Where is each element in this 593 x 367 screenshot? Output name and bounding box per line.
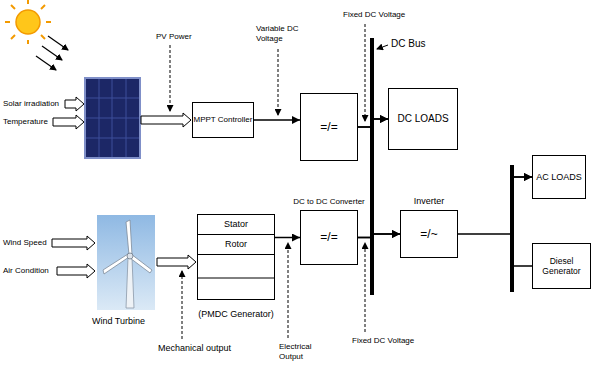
bus-leader bbox=[377, 45, 388, 49]
power-flow-arrow bbox=[275, 237, 300, 239]
load-box: DC LOADS bbox=[388, 88, 458, 150]
bus-label: DC Bus bbox=[391, 38, 425, 50]
load-box: AC LOADS bbox=[532, 155, 586, 199]
generator-box: Diesel Generator bbox=[532, 243, 591, 289]
box-heading: (PMDC Generator) bbox=[198, 309, 274, 320]
power-flow-arrow bbox=[254, 119, 300, 121]
converter-box: =/= bbox=[300, 93, 358, 161]
annotation-label: Variable DC Voltage bbox=[256, 24, 308, 43]
box-text: Diesel Generator bbox=[533, 256, 590, 276]
inverter-box: Inverter=/~ bbox=[400, 210, 458, 258]
box-text: MPPT Controller bbox=[194, 115, 253, 125]
box-text: =/= bbox=[320, 120, 337, 134]
box-heading: Inverter bbox=[414, 196, 445, 207]
annotation-label: Mechanical output bbox=[158, 343, 231, 354]
input-label: Solar irradiation bbox=[3, 99, 59, 109]
stator-row: Stator bbox=[198, 215, 274, 235]
box-text: DC LOADS bbox=[397, 113, 448, 125]
annotation-leader bbox=[170, 24, 365, 339]
sun-icon bbox=[5, 0, 51, 44]
annotation-label: Fixed DC Voltage bbox=[352, 336, 414, 346]
input-label: Air Condition bbox=[3, 266, 49, 276]
annotation-label: PV Power bbox=[156, 32, 192, 42]
power-flow-arrow bbox=[512, 177, 532, 266]
solar-panel bbox=[85, 78, 140, 158]
box-text: Stator bbox=[224, 219, 248, 230]
power-flow-arrow bbox=[358, 119, 388, 238]
rotor-row: Rotor bbox=[198, 235, 274, 255]
annotation-label: Electrical Output bbox=[279, 342, 325, 361]
irradiation-arrows bbox=[36, 36, 68, 70]
input-label: Temperature bbox=[3, 117, 48, 127]
wind-turbine-picture bbox=[97, 215, 155, 310]
converter-box: DC to DC Converter=/= bbox=[300, 210, 358, 265]
power-flow-arrow bbox=[458, 177, 532, 234]
generator-band bbox=[198, 278, 274, 279]
input-label: Wind Speed bbox=[3, 238, 47, 248]
box-heading: DC to DC Converter bbox=[293, 197, 365, 207]
generator-box: (PMDC Generator)StatorRotor bbox=[197, 214, 275, 300]
controller-box: MPPT Controller bbox=[192, 102, 254, 138]
picture-caption: Wind Turbine bbox=[92, 316, 145, 327]
box-text: Rotor bbox=[225, 239, 247, 250]
power-flow-arrow bbox=[358, 234, 400, 238]
power-flow-arrow bbox=[358, 119, 388, 127]
annotation-label: Fixed DC Voltage bbox=[343, 10, 405, 20]
box-text: =/= bbox=[320, 230, 337, 244]
box-text: AC LOADS bbox=[536, 172, 582, 183]
box-text: =/~ bbox=[420, 227, 437, 241]
